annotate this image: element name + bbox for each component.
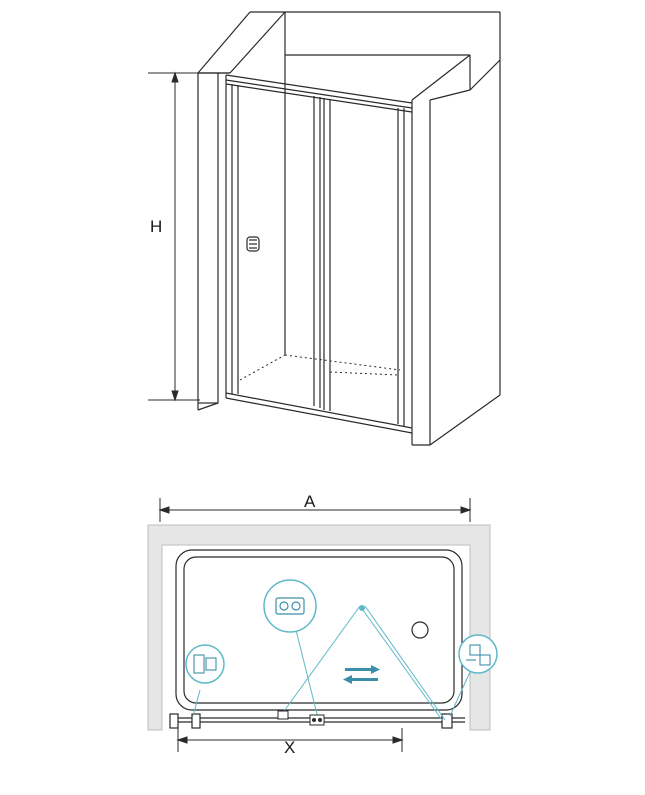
- hidden-lines: [239, 100, 401, 381]
- left-door-panel: [225, 75, 321, 408]
- perspective-view: [197, 11, 501, 446]
- roller-detail-icon: [263, 579, 317, 633]
- height-label: H: [150, 217, 162, 236]
- plan-walls: [147, 524, 491, 731]
- drain-icon: [411, 621, 429, 639]
- top-rail: [225, 74, 413, 113]
- right-door-panel: [323, 98, 405, 426]
- niche-back: [197, 11, 501, 395]
- wall-profile-detail-icon: [185, 644, 225, 684]
- opening-label: X: [284, 738, 295, 757]
- pivot-point: [359, 605, 365, 611]
- track-rollers: [277, 710, 325, 726]
- shower-tray: [175, 549, 463, 711]
- width-dimension: [158, 498, 472, 522]
- height-dimension: [148, 71, 200, 402]
- slide-direction-arrows-icon: [343, 665, 380, 684]
- left-wall: [197, 72, 230, 411]
- opening-dimension: [176, 728, 404, 752]
- width-label: A: [304, 492, 316, 511]
- right-wall: [411, 54, 501, 446]
- door-handle-icon: [246, 236, 260, 252]
- corner-profile-detail-icon: [458, 634, 498, 674]
- bottom-rail: [225, 392, 413, 434]
